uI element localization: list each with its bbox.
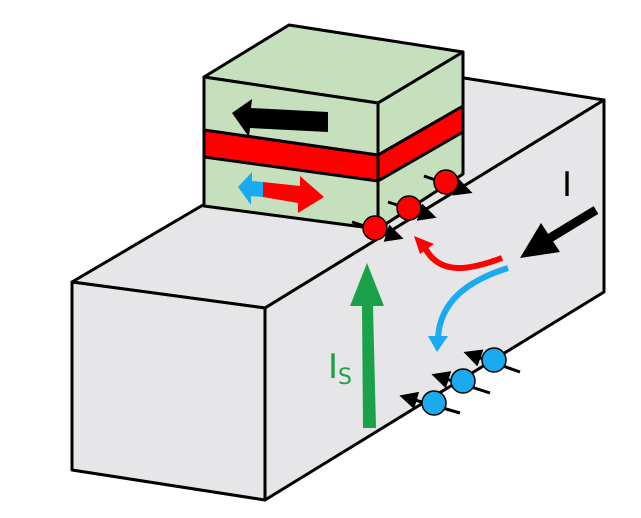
spin-down-electron — [450, 368, 476, 394]
spin-current-label-main: I — [328, 347, 339, 387]
spin-up-electron — [396, 195, 422, 221]
fixed-magnetization-arrow — [232, 99, 328, 137]
spin-up-deflection-arrow — [414, 236, 504, 271]
charge-current-arrow — [520, 206, 599, 258]
spin-current-label-subscript: S — [338, 365, 352, 390]
spin-up-electron — [433, 169, 459, 195]
substrate-front-face — [70, 280, 267, 502]
spin-down-electron — [421, 390, 447, 416]
spin-up-electron — [362, 215, 388, 241]
spin-down-electron — [481, 347, 507, 373]
spacer-layer-right — [376, 104, 465, 183]
spin-down-deflection-arrow — [428, 265, 509, 352]
free-magnetization-arrow — [238, 172, 324, 213]
spin-up-electrons — [351, 169, 473, 242]
spin-down-electrons — [399, 347, 521, 416]
spin-current-arrow — [350, 263, 384, 428]
spin-current-label: IS — [328, 350, 352, 389]
charge-current-label: I — [562, 165, 573, 205]
